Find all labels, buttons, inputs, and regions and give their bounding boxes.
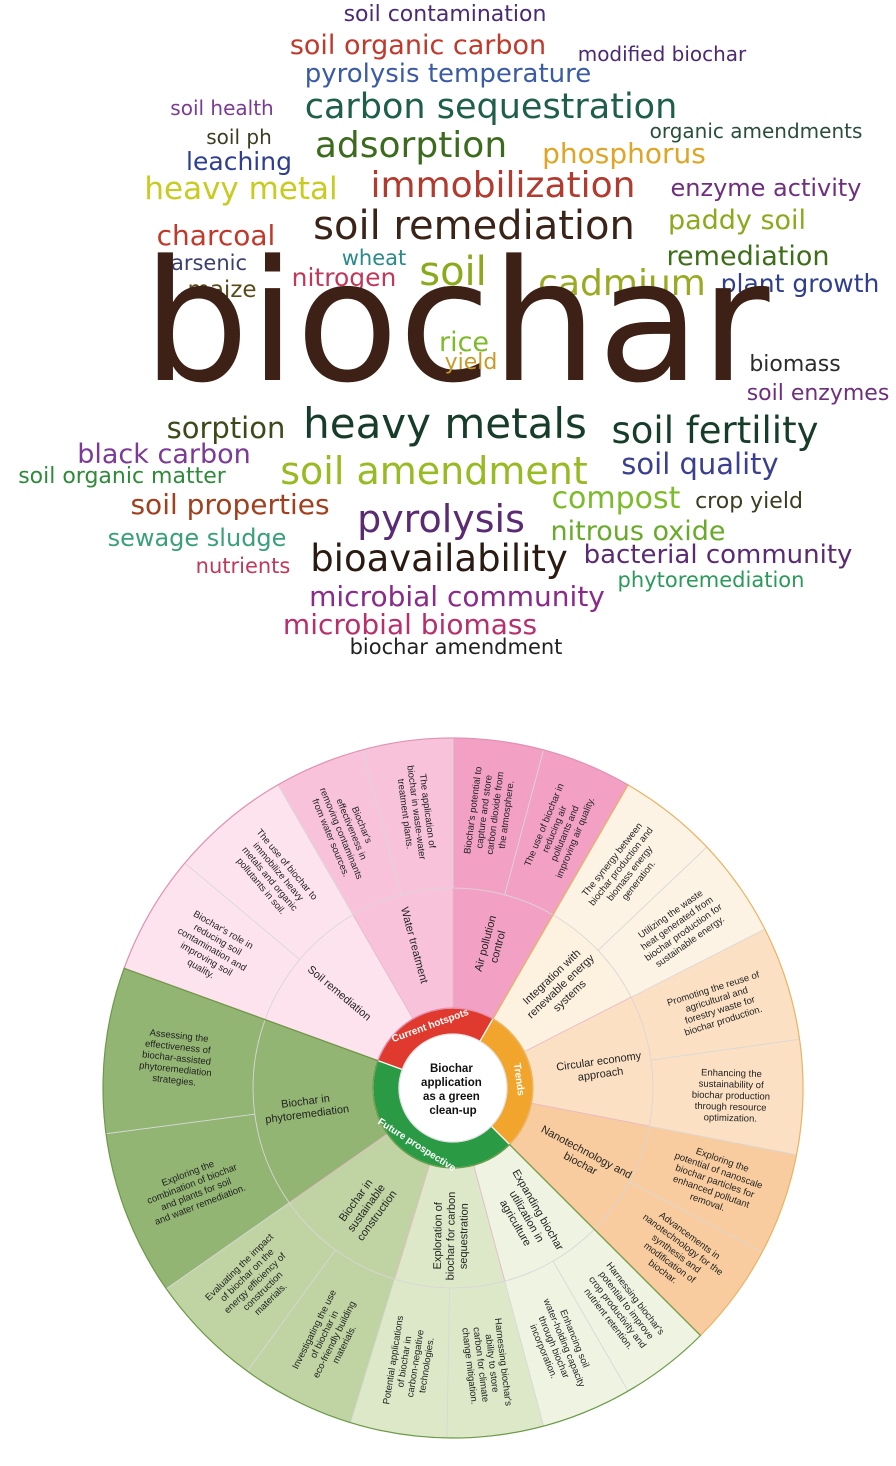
word-phytoremediation: phytoremediation xyxy=(617,568,805,592)
annotation-text-exploration-of-biochar-for-carbon-sequestration-1: Harnessing biochar'sability to storecarb… xyxy=(459,1317,514,1410)
word-remediation: remediation xyxy=(666,241,830,272)
word-black-carbon: black carbon xyxy=(77,439,251,470)
word-immobilization: immobilization xyxy=(370,165,636,206)
word-leaching: leaching xyxy=(186,147,292,176)
word-rice: rice xyxy=(438,327,490,358)
word-enzyme-activity: enzyme activity xyxy=(670,174,862,202)
word-sorption: sorption xyxy=(166,411,286,445)
word-soil-ph: soil ph xyxy=(206,125,272,149)
word-wheat: wheat xyxy=(341,246,407,270)
annotation-text-biochar-in-phytoremediation-2: Assessing theeffectiveness ofbiochar-ass… xyxy=(137,1027,216,1090)
word-sewage-sludge: sewage sludge xyxy=(107,524,287,552)
word-yield: yield xyxy=(444,350,498,375)
word-heavy-metals: heavy metals xyxy=(303,399,587,448)
word-soil-contamination: soil contamination xyxy=(343,2,547,27)
word-bacterial-community: bacterial community xyxy=(583,540,853,570)
wheel-rings xyxy=(102,737,804,1439)
word-biochar: biochar xyxy=(142,224,770,420)
section-outline-1 xyxy=(492,784,804,1337)
word-soil-health: soil health xyxy=(170,96,274,120)
word-crop-yield: crop yield xyxy=(695,489,803,514)
word-soil: soil xyxy=(419,249,487,295)
section-outline-2 xyxy=(102,967,702,1439)
word-pyrolysis: pyrolysis xyxy=(357,497,525,541)
word-plant-growth: plant growth xyxy=(720,269,880,298)
word-biochar-amendment: biochar amendment xyxy=(349,635,563,659)
word-charcoal: charcoal xyxy=(156,219,276,252)
word-compost: compost xyxy=(551,481,681,516)
word-carbon-sequestration: carbon sequestration xyxy=(304,87,678,127)
word-modified-biochar: modified biochar xyxy=(577,42,747,66)
word-microbial-community: microbial community xyxy=(309,580,605,613)
word-soil-enzymes: soil enzymes xyxy=(746,381,890,406)
word-organic-amendments: organic amendments xyxy=(649,119,863,143)
topic-label-exploration-of-biochar-for-carbon-sequestration: Exploration ofbiochar for carbonsequestr… xyxy=(432,1191,472,1280)
word-soil-amendment: soil amendment xyxy=(280,449,588,493)
word-heavy-metal: heavy metal xyxy=(144,171,338,207)
section-outline-0 xyxy=(123,737,629,1062)
section-label-trends: Trends xyxy=(511,1062,526,1096)
word-bioavailability: bioavailability xyxy=(310,537,568,580)
word-paddy-soil: paddy soil xyxy=(667,205,807,236)
keyword-word-cloud: soil contamination soil organic carbon m… xyxy=(0,0,896,680)
word-nutrients: nutrients xyxy=(195,554,291,578)
annotation-text-circular-economy-approach-2: Enhancing thesustainability ofbiochar pr… xyxy=(691,1067,771,1125)
word-soil-organic-carbon: soil organic carbon xyxy=(289,30,547,61)
center-title: Biochar application as a green clean-up xyxy=(421,1063,485,1117)
wheel-center-disc: Biochar application as a green clean-up xyxy=(398,1033,508,1143)
word-soil-quality: soil quality xyxy=(621,447,779,481)
word-soil-properties: soil properties xyxy=(130,488,330,521)
word-soil-remediation: soil remediation xyxy=(313,203,635,249)
word-nitrous-oxide: nitrous oxide xyxy=(550,516,726,547)
word-adsorption: adsorption xyxy=(314,125,508,166)
word-biomass: biomass xyxy=(749,352,841,377)
word-cadmium: cadmium xyxy=(538,263,706,304)
word-maize: maize xyxy=(187,277,257,303)
word-phosphorus: phosphorus xyxy=(542,137,706,170)
word-microbial-biomass: microbial biomass xyxy=(282,608,538,641)
word-arsenic: arsenic xyxy=(170,251,248,275)
word-soil-organic-matter: soil organic matter xyxy=(18,464,226,489)
word-pyrolysis-temperature: pyrolysis temperature xyxy=(304,59,592,89)
word-nitrogen: nitrogen xyxy=(291,263,397,292)
word-soil-fertility: soil fertility xyxy=(611,409,819,452)
